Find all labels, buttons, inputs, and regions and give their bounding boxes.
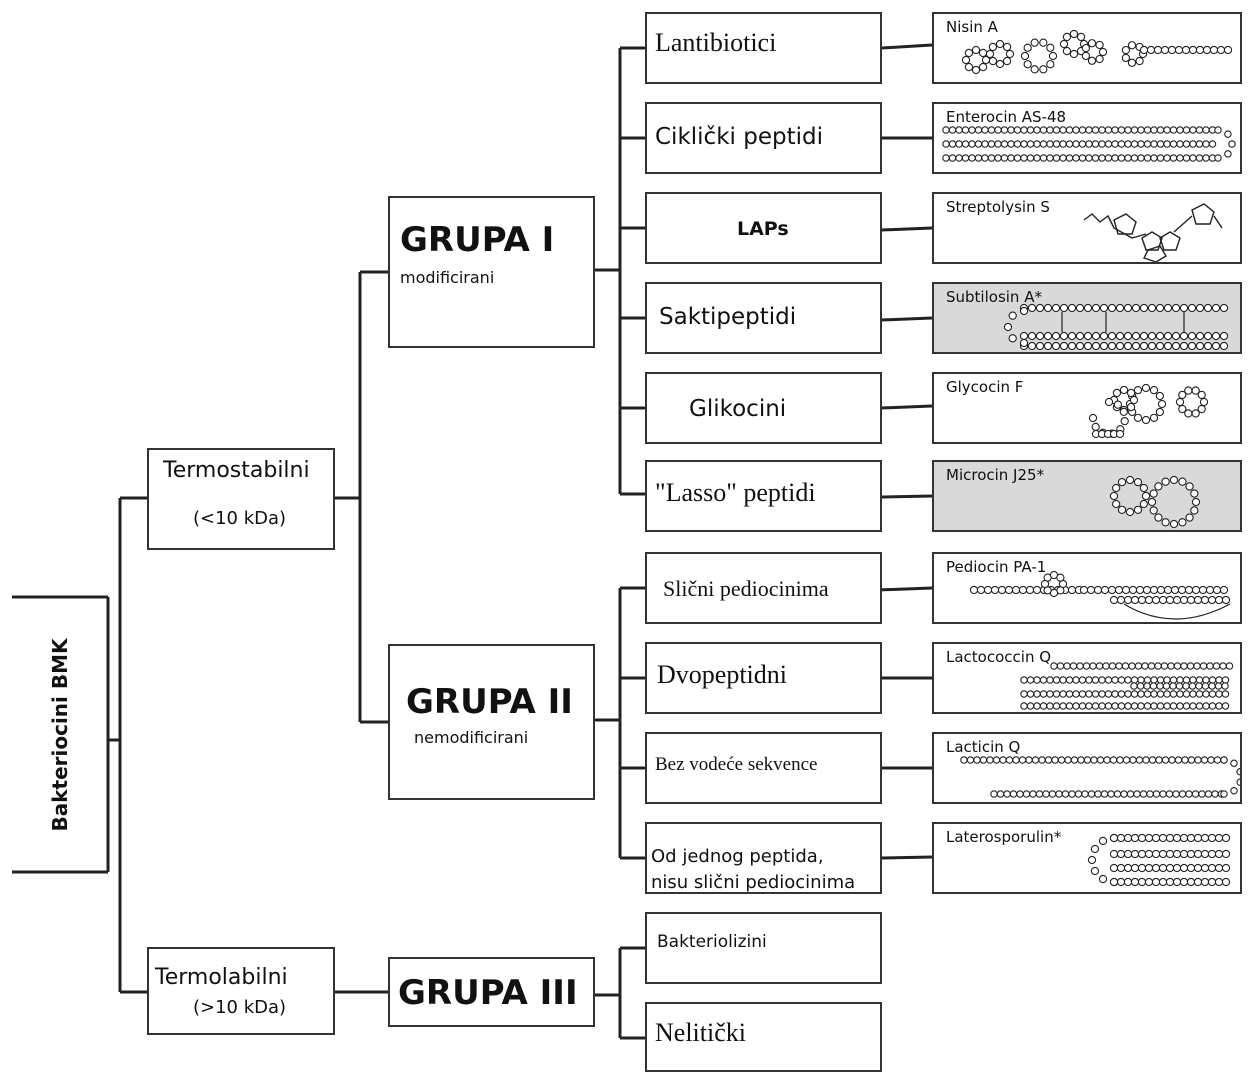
example-enterocin: Enterocin AS-48 [932,102,1242,174]
class-slicni-pediocinima: Slični pediocinima [645,552,882,624]
peptide-structure-icon [1088,383,1209,439]
peptide-structure-icon [942,126,1236,162]
class-od-jednog-peptida: Od jednog peptida, nisu slični pediocini… [645,822,882,894]
example-lactococcin-label: Lactococcin Q [946,648,1052,666]
peptide-structure-icon [960,756,1240,798]
example-subtilosin: Subtilosin A* [932,282,1242,354]
peptide-structure-icon [1083,203,1223,262]
class-bakteriolizini: Bakteriolizini [645,912,882,984]
class-bakteriolizini-label: Bakteriolizini [657,932,767,952]
class-lasso-peptidi: "Lasso" peptidi [645,460,882,532]
example-streptolysin-label: Streptolysin S [946,198,1050,216]
class-slicni-pediocinima-label: Slični pediocinima [663,576,829,601]
group-2-title: GRUPA II [406,682,573,722]
class-bez-vodece-sekvence-label: Bez vodeće sekvence [655,754,818,775]
example-lactococcin: Lactococcin Q [932,642,1242,714]
example-pediocin: Pediocin PA-1 [932,552,1242,624]
class-saktipeptidi: Saktipeptidi [645,282,882,354]
peptide-structure-icon [1087,833,1231,887]
example-pediocin-label: Pediocin PA-1 [946,558,1047,576]
example-enterocin-label: Enterocin AS-48 [946,108,1067,126]
class-od-jednog-peptida-line1: Od jednog peptida, [651,846,824,867]
class-glikocini-label: Glikocini [689,396,787,422]
example-nisin-a-label: Nisin A [946,18,998,36]
termolabilni-sub: (>10 kDa) [193,997,287,1018]
group-3-title: GRUPA III [398,973,578,1013]
root-node: Bakteriocini BMK [14,600,106,870]
class-lantibiotici-label: Lantibiotici [655,28,777,57]
class-nelitcki-label: Nelitički [655,1018,746,1047]
termolabilni-node: Termolabilni (>10 kDa) [147,947,335,1035]
peptide-structure-icon [1020,662,1234,710]
group-1-sub: modificirani [400,268,495,287]
peptide-structure-icon [1003,303,1229,351]
root-label: Bakteriocini BMK [48,638,72,832]
termostabilni-sub: (<10 kDa) [193,508,287,529]
group-1-title: GRUPA I [400,220,555,260]
group-2-sub: nemodificirani [414,728,529,747]
example-glycocin-label: Glycocin F [946,378,1024,396]
example-microcin-label: Microcin J25* [946,466,1045,484]
class-saktipeptidi-label: Saktipeptidi [659,304,797,330]
termolabilni-title: Termolabilni [155,965,288,990]
example-lacticin-label: Lacticin Q [946,738,1021,756]
peptide-structure-icon [1109,475,1201,529]
group-3-node: GRUPA III [388,957,595,1027]
termostabilni-node: Termostabilni (<10 kDa) [147,448,335,550]
class-lasso-peptidi-label: "Lasso" peptidi [655,478,816,507]
class-dvopeptidni: Dvopeptidni [645,642,882,714]
class-dvopeptidni-label: Dvopeptidni [657,660,787,689]
class-glikocini: Glikocini [645,372,882,444]
example-laterosporulin-label: Laterosporulin* [946,828,1062,846]
class-nelitcki: Nelitički [645,1002,882,1072]
class-od-jednog-peptida-line2: nisu slični pediocinima [651,872,856,893]
example-lacticin: Lacticin Q [932,732,1242,804]
example-subtilosin-label: Subtilosin A* [946,288,1042,306]
termostabilni-title: Termostabilni [163,458,310,483]
class-lantibiotici: Lantibiotici [645,12,882,84]
group-2-node: GRUPA II nemodificirani [388,644,595,800]
class-ciklicki-peptidi: Ciklički peptidi [645,102,882,174]
example-laterosporulin: Laterosporulin* [932,822,1242,894]
class-bez-vodece-sekvence: Bez vodeće sekvence [645,732,882,804]
group-1-node: GRUPA I modificirani [388,196,595,348]
example-nisin-a: Nisin A [932,12,1242,84]
example-microcin: Microcin J25* [932,460,1242,532]
peptide-structure-icon [961,29,1233,75]
example-glycocin: Glycocin F [932,372,1242,444]
example-streptolysin: Streptolysin S [932,192,1242,264]
class-laps-label: LAPs [737,218,789,240]
peptide-structure-icon [969,570,1231,620]
class-ciklicki-peptidi-label: Ciklički peptidi [655,124,823,150]
class-laps: LAPs [645,192,882,264]
